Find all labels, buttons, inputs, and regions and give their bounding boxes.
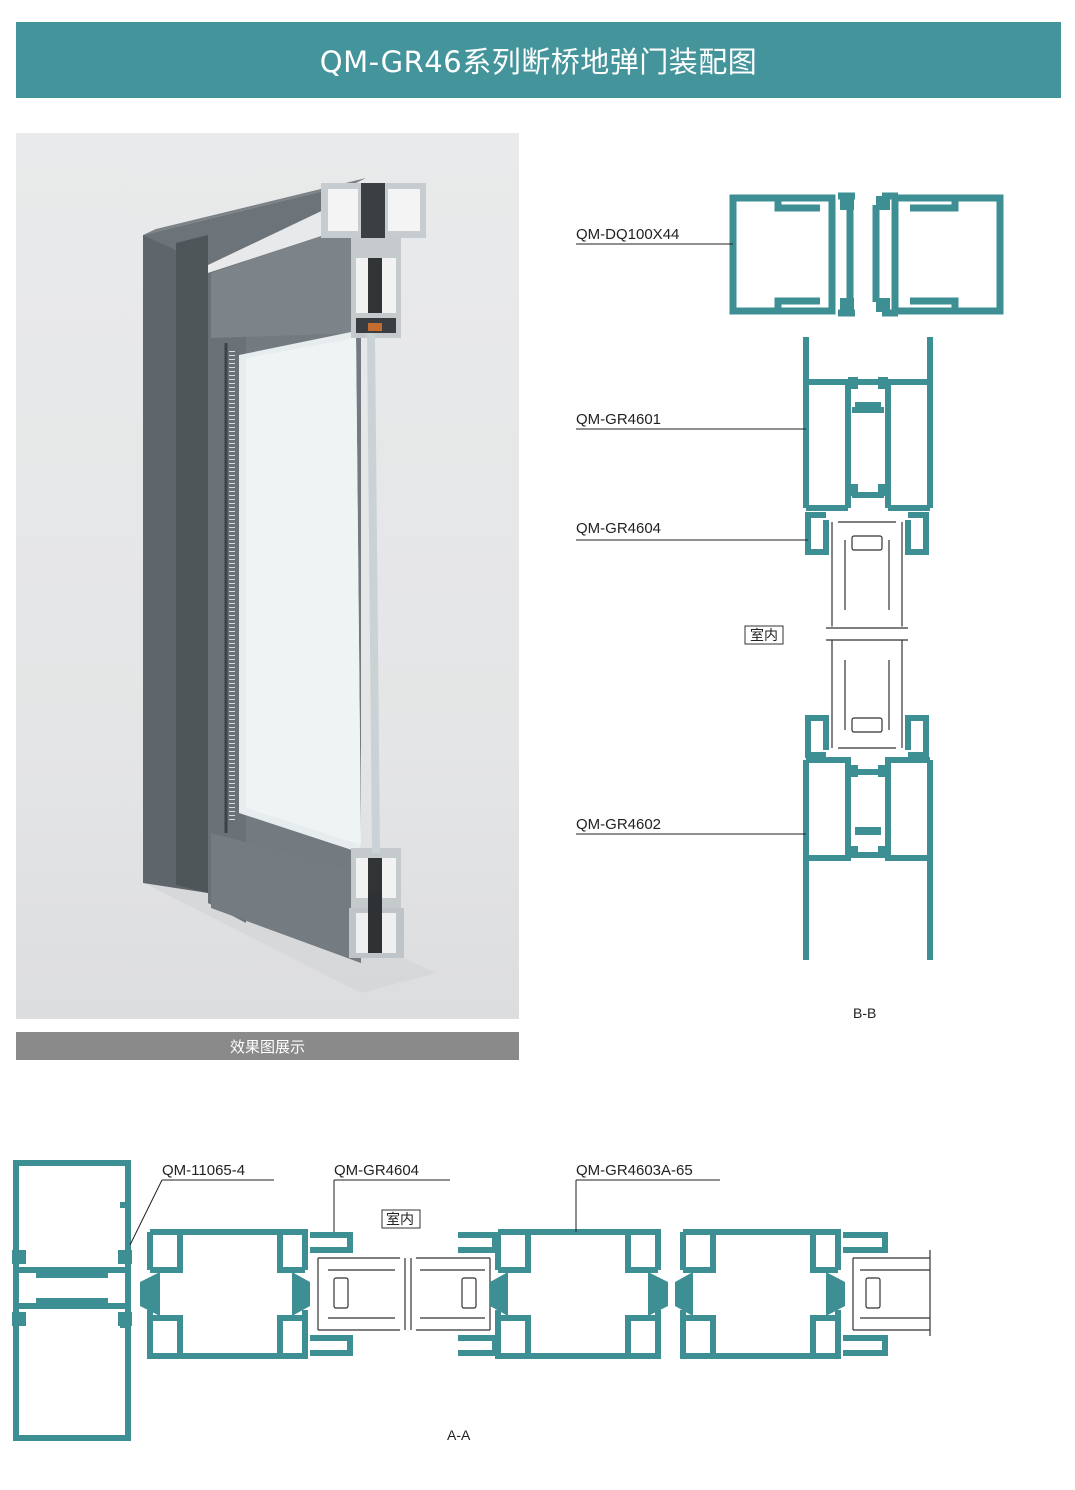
profile-sash-right xyxy=(680,1229,888,1359)
profile-gr4604-top xyxy=(805,512,929,555)
glass-unit-aa-right xyxy=(852,1250,931,1336)
profile-gr4602 xyxy=(803,757,933,960)
label-gr4601: QM-GR4601 xyxy=(576,411,661,428)
label-gr4602: QM-GR4602 xyxy=(576,816,661,833)
section-label-bb: B-B xyxy=(853,1005,876,1021)
photo-caption: 效果图展示 xyxy=(16,1032,519,1060)
profile-gr4604-bottom xyxy=(805,715,929,758)
indoor-label-bb: 室内 xyxy=(750,627,778,644)
profile-sash-left xyxy=(147,1229,353,1359)
label-gr4604-aa: QM-GR4604 xyxy=(334,1162,419,1179)
page-title: QM-GR46系列断桥地弹门装配图 xyxy=(319,45,758,79)
indoor-label-aa: 室内 xyxy=(386,1211,414,1228)
profile-sash-middle xyxy=(458,1229,661,1359)
label-gr4604: QM-GR4604 xyxy=(576,520,661,537)
label-dq100x44: QM-DQ100X44 xyxy=(576,226,679,243)
section-label-aa: A-A xyxy=(447,1427,471,1443)
profile-dq100x44 xyxy=(729,192,1004,317)
title-banner: QM-GR46系列断桥地弹门装配图 xyxy=(16,22,1061,98)
glass-unit-bb xyxy=(826,521,908,749)
glass-unit-aa-left xyxy=(317,1257,491,1331)
profile-gr4601 xyxy=(803,337,933,511)
effect-rendering xyxy=(16,133,519,1019)
label-gr4603a-65: QM-GR4603A-65 xyxy=(576,1162,693,1179)
label-11065-4: QM-11065-4 xyxy=(162,1162,245,1179)
door-rendering-illustration xyxy=(143,178,436,993)
profile-11065-4 xyxy=(13,1160,131,1441)
